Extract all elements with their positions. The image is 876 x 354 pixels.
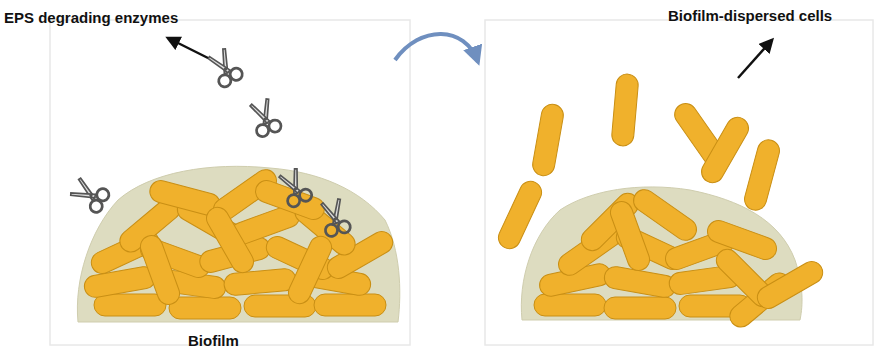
figure-label: Biofilm-dispersed cells <box>668 8 832 25</box>
figure-label: EPS degrading enzymes <box>4 10 178 27</box>
figure-label: Biofilm <box>188 333 239 350</box>
